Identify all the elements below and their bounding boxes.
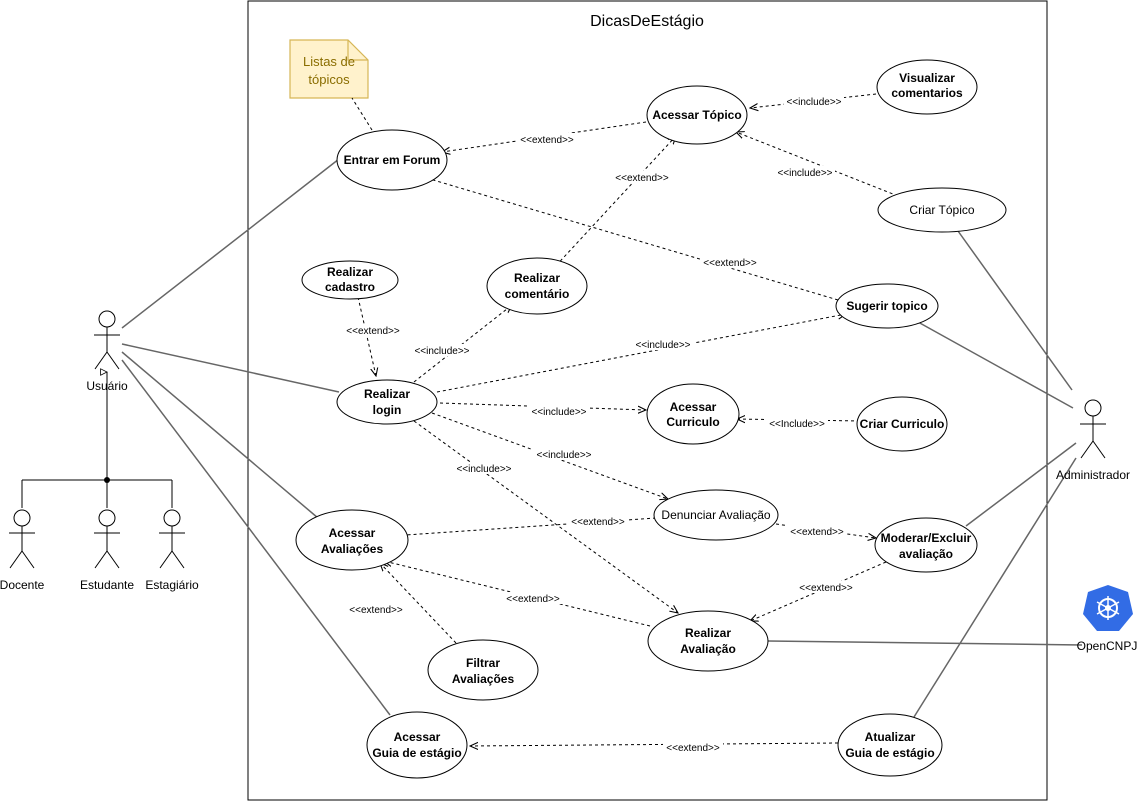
use-case-label: Visualizar <box>899 71 955 85</box>
actor-label: Administrador <box>1056 468 1130 482</box>
edge-label-extend: <<extend>> <box>349 605 403 616</box>
note-connector <box>351 97 373 131</box>
actor-opencnpj[interactable]: OpenCNPJ <box>1077 585 1138 653</box>
actor-estudante[interactable]: Estudante <box>80 509 134 592</box>
edge-label-include: <<include>> <box>777 168 832 179</box>
use-case-realizar-login[interactable]: Realizar login <box>336 379 438 425</box>
edge-label-include-cap: <<Include>> <box>769 419 825 430</box>
edge-label-extend: <<extend>> <box>346 326 400 337</box>
use-case-label: Sugerir topico <box>846 299 927 313</box>
actor-label: Usuário <box>86 379 128 393</box>
system-title: DicasDeEstágio <box>590 13 704 30</box>
use-case-visualizar-comentarios[interactable]: Visualizar comentarios <box>876 59 978 115</box>
use-case-label: Realizar <box>685 626 731 640</box>
edge-label-include: <<include>> <box>635 340 690 351</box>
use-case-label: Curriculo <box>666 415 719 429</box>
actor-label: Estudante <box>80 578 134 592</box>
use-case-label: cadastro <box>325 280 375 294</box>
use-case-label: Acessar <box>329 526 376 540</box>
edge-label-extend: <<extend>> <box>615 173 669 184</box>
use-case-acessar-avaliacoes[interactable]: Acessar Avaliações <box>295 509 409 571</box>
use-case-label: Guia de estágio <box>845 746 934 760</box>
use-case-label: comentário <box>505 287 570 301</box>
use-case-label: Avaliação <box>680 642 736 656</box>
use-case-realizar-comentario[interactable]: Realizar comentário <box>486 257 588 315</box>
edge-label-extend: <<extend>> <box>799 583 853 594</box>
note-line-1: Listas de <box>303 54 355 69</box>
use-case-acessar-guia-de-estagio[interactable]: Acessar Guia de estágio <box>366 711 468 779</box>
edge-label-extend: <<extend>> <box>520 135 574 146</box>
use-case-atualizar-guia-de-estagio[interactable]: Atualizar Guia de estágio <box>837 713 943 777</box>
actor-estagiario[interactable]: Estagiário <box>145 509 199 592</box>
use-case-acessar-topico[interactable]: Acessar Tópico <box>646 85 748 145</box>
stick-figure-icon <box>13 509 31 527</box>
use-case-label: Atualizar <box>865 730 916 744</box>
edge-label-include: <<include>> <box>786 97 841 108</box>
note-listas-de-topicos: Listas de tópicos <box>289 39 369 99</box>
use-case-label: Avaliações <box>452 672 515 686</box>
use-case-label: Realizar <box>364 387 410 401</box>
use-case-sugerir-topico[interactable]: Sugerir topico <box>835 283 939 329</box>
use-case-denunciar-avaliacao[interactable]: Denunciar Avaliação <box>653 489 779 541</box>
edge-label-extend: <<extend>> <box>571 517 625 528</box>
kubernetes-icon <box>1083 585 1133 631</box>
edge-label-extend: <<extend>> <box>703 258 757 269</box>
stick-figure-icon <box>98 509 116 527</box>
edge-label-include: <<include>> <box>414 346 469 357</box>
use-case-label: Guia de estágio <box>372 746 461 760</box>
stick-figure-icon <box>1084 399 1102 417</box>
use-case-label: Entrar em Forum <box>344 153 441 167</box>
actor-label: Docente <box>0 578 45 592</box>
use-case-label: Realizar <box>514 271 560 285</box>
use-case-label: Criar Tópico <box>909 203 974 217</box>
use-case-label: Avaliações <box>321 542 384 556</box>
stick-figure-icon <box>98 310 116 328</box>
generalization-tree <box>21 372 173 508</box>
associations <box>121 158 1083 718</box>
use-case-criar-topico[interactable]: Criar Tópico <box>877 187 1007 233</box>
stick-figure-icon <box>163 509 181 527</box>
note-line-2: tópicos <box>308 72 350 87</box>
use-case-label: login <box>373 403 402 417</box>
edge-label-include: <<include>> <box>536 450 591 461</box>
edge-label-include: <<include>> <box>456 464 511 475</box>
use-case-filtrar-avaliacoes[interactable]: Filtrar Avaliações <box>427 639 539 701</box>
actor-usuario[interactable]: Usuário <box>86 310 128 393</box>
use-case-label: Acessar <box>394 730 441 744</box>
use-case-entrar-em-forum[interactable]: Entrar em Forum <box>336 129 448 191</box>
use-case-label: Criar Curriculo <box>860 417 945 431</box>
use-case-label: Realizar <box>327 265 373 279</box>
use-case-label: avaliação <box>899 547 953 561</box>
use-case-realizar-avaliacao[interactable]: Realizar Avaliação <box>647 610 769 672</box>
edge-label-extend: <<extend>> <box>790 527 844 538</box>
use-case-label: Acessar Tópico <box>652 108 741 122</box>
edge-label-extend: <<extend>> <box>506 594 560 605</box>
use-case-label: Moderar/Excluir <box>881 531 972 545</box>
use-case-acessar-curriculo[interactable]: Acessar Curriculo <box>646 383 740 445</box>
use-case-label: Denunciar Avaliação <box>661 508 771 522</box>
edge-label-extend: <<extend>> <box>666 743 720 754</box>
use-case-criar-curriculo[interactable]: Criar Curriculo <box>856 396 948 452</box>
actor-label: Estagiário <box>145 578 199 592</box>
use-case-label: comentarios <box>891 86 963 100</box>
edge-labels: <<extend>> <<include>> <<include>> <<ext… <box>343 95 856 754</box>
use-case-realizar-cadastro[interactable]: Realizar cadastro <box>301 260 399 300</box>
use-case-moderar-excluir-avaliacao[interactable]: Moderar/Excluir avaliação <box>874 517 978 573</box>
actor-administrador[interactable]: Administrador <box>1056 399 1130 482</box>
use-case-label: Acessar <box>670 400 717 414</box>
actor-label: OpenCNPJ <box>1077 639 1138 653</box>
use-case-label: Filtrar <box>466 656 500 670</box>
actor-docente[interactable]: Docente <box>0 509 45 592</box>
edge-label-include: <<include>> <box>531 407 586 418</box>
